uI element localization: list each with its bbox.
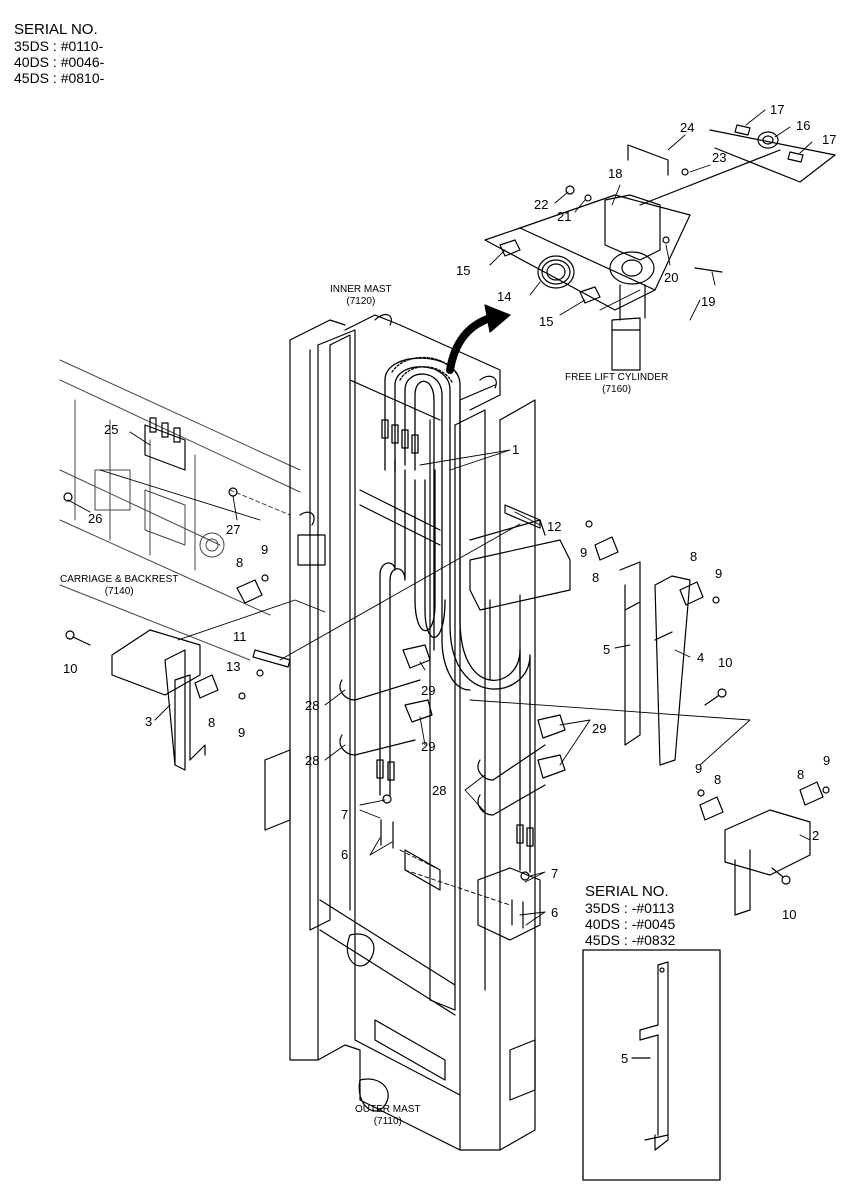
leader-lines: [67, 109, 813, 926]
brackets-and-clamps: [63, 417, 830, 941]
part-label-27: 27: [226, 522, 241, 537]
serial-title: SERIAL NO.: [14, 21, 98, 38]
carriage-backrest-code: (7140): [104, 586, 134, 597]
part-label-11: 11: [233, 629, 247, 644]
part-label-9b: 9: [238, 725, 246, 740]
carriage-backrest-label: CARRIAGE & BACKREST: [60, 574, 179, 585]
part-label-20: 20: [664, 270, 679, 285]
carriage-backrest-drawing: [59, 359, 301, 661]
inset-line-35ds: 35DS : -#0113: [585, 900, 675, 916]
outer-mast-label: OUTER MAST: [355, 1104, 421, 1115]
serial-header: SERIAL NO. 35DS : #0110- 40DS : #0046- 4…: [14, 21, 105, 87]
part-label-10a: 10: [63, 661, 78, 676]
serial-line-40ds: 40DS : #0046-: [14, 54, 105, 70]
inset-box: [582, 949, 721, 1181]
part-label-1: 1: [512, 442, 520, 457]
part-label-7a: 7: [341, 807, 349, 822]
part-label-9a: 9: [261, 542, 269, 557]
free-lift-sheave-drawing: [484, 124, 836, 371]
part-label-9f: 9: [823, 753, 831, 768]
part-label-8f: 8: [797, 767, 805, 782]
part-label-29a: 29: [421, 683, 436, 698]
part-label-7b: 7: [551, 866, 559, 881]
carriage-backrest-caption: CARRIAGE & BACKREST (7140): [60, 574, 178, 598]
part-label-8b: 8: [208, 715, 216, 730]
part-label-18: 18: [608, 166, 623, 181]
part-label-22: 22: [534, 197, 549, 212]
part-label-17b: 17: [822, 132, 837, 147]
part-label-12: 12: [547, 519, 562, 534]
part-label-25: 25: [104, 422, 119, 437]
part-label-29b: 29: [421, 739, 436, 754]
part-label-26: 26: [88, 511, 103, 526]
part-label-9e: 9: [695, 761, 703, 776]
outer-mast-caption: OUTER MAST (7110): [355, 1104, 421, 1128]
outer-mast-drawing: [264, 319, 536, 1151]
part-label-8a: 8: [236, 555, 244, 570]
part-label-15a: 15: [456, 263, 471, 278]
inset-serial-title: SERIAL NO.: [585, 883, 669, 900]
part-label-2: 2: [812, 828, 820, 843]
inset-line-45ds: 45DS : -#0832: [585, 932, 676, 948]
direction-arrow: [446, 304, 511, 374]
part-label-23: 23: [712, 150, 727, 165]
part-label-28a: 28: [305, 698, 320, 713]
inset-line-40ds: 40DS : -#0045: [585, 916, 676, 932]
inner-mast-caption: INNER MAST (7120): [330, 284, 392, 308]
outer-mast-code: (7110): [373, 1116, 402, 1127]
part-label-24: 24: [680, 120, 695, 135]
part-label-16: 16: [796, 118, 811, 133]
inner-mast-code: (7120): [346, 296, 376, 307]
inset-part-5: 5: [621, 1051, 629, 1066]
part-label-29c: 29: [592, 721, 607, 736]
part-label-5: 5: [603, 642, 611, 657]
part-label-15b: 15: [539, 314, 554, 329]
part-label-14: 14: [497, 289, 512, 304]
serial-line-45ds: 45DS : #0810-: [14, 70, 105, 86]
hose-bundle: [376, 356, 534, 873]
part-label-9c: 9: [580, 545, 588, 560]
part-label-28c: 28: [432, 783, 447, 798]
free-lift-cylinder-caption: FREE LIFT CYLINDER (7160): [565, 372, 668, 396]
part-label-10c: 10: [782, 907, 797, 922]
part-label-8c: 8: [592, 570, 600, 585]
free-lift-cylinder-label: FREE LIFT CYLINDER: [565, 372, 669, 383]
part-label-6b: 6: [551, 905, 559, 920]
inner-mast-drawing: [297, 313, 571, 1011]
part-label-28b: 28: [305, 753, 320, 768]
free-lift-cylinder-code: (7160): [602, 384, 632, 395]
part-label-21: 21: [557, 209, 572, 224]
part-label-17a: 17: [770, 102, 785, 117]
part-label-13: 13: [226, 659, 241, 674]
part-label-3: 3: [145, 714, 153, 729]
inset-serial: SERIAL NO. 35DS : -#0113 40DS : -#0045 4…: [585, 883, 676, 949]
part-label-9d: 9: [715, 566, 723, 581]
part-label-8d: 8: [690, 549, 698, 564]
part-label-6a: 6: [341, 847, 349, 862]
serial-line-35ds: 35DS : #0110-: [14, 38, 104, 54]
part-label-19: 19: [701, 294, 716, 309]
part-label-10b: 10: [718, 655, 733, 670]
part-label-8e: 8: [714, 772, 722, 787]
inner-mast-label: INNER MAST: [330, 284, 392, 295]
part-label-4: 4: [697, 650, 705, 665]
